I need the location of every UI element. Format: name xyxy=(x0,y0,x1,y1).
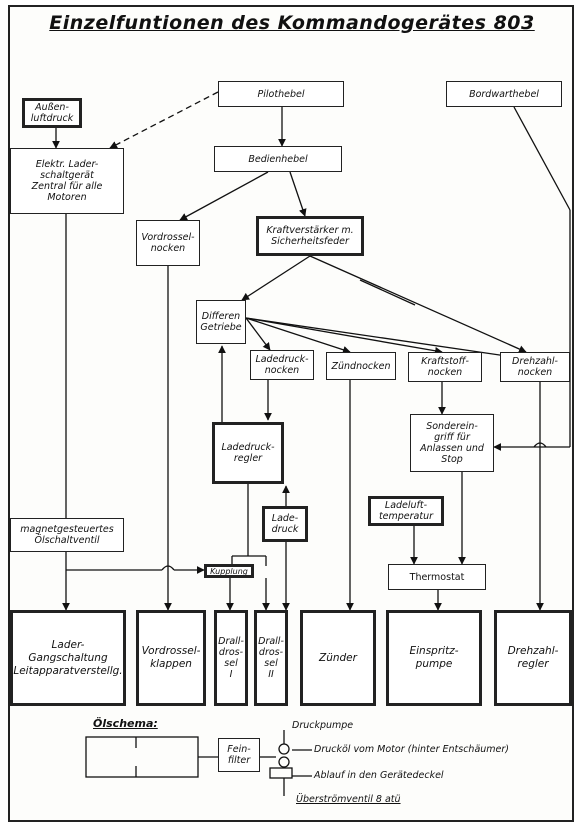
differential-box: Differen Getriebe xyxy=(196,300,246,344)
druckoel-label: Drucköl vom Motor (hinter Entschäumer) xyxy=(314,744,509,755)
sondereingriff-box: Sonderein- griff für Anlassen und Stop xyxy=(410,414,494,472)
bordwarthebel-box: Bordwarthebel xyxy=(446,81,562,107)
ladedrucknocken-box: Ladedruck- nocken xyxy=(250,350,314,380)
ladedruckregler-box: Ladedruck- regler xyxy=(212,422,284,484)
ladelufttemperatur-box: Ladeluft- temperatur xyxy=(368,496,444,526)
feinfilter-box: Fein- filter xyxy=(218,738,260,772)
zuendnocken-box: Zündnocken xyxy=(326,352,396,380)
drehzahlnocken-box: Drehzahl- nocken xyxy=(500,352,570,382)
aussenluftdruck-box: Außen- luftdruck xyxy=(22,98,82,128)
ueberstroemventil-label: Überströmventil 8 atü xyxy=(296,794,401,805)
thermostat-box: Thermostat xyxy=(388,564,486,590)
kraftstoffnocken-box: Kraftstoff- nocken xyxy=(408,352,482,382)
drehzahlregler-box: Drehzahl- regler xyxy=(494,610,572,706)
zuender-box: Zünder xyxy=(300,610,376,706)
ladergangschaltung-box: Lader- Gangschaltung Leitapparatverstell… xyxy=(10,610,126,706)
einspritzpumpe-box: Einspritz- pumpe xyxy=(386,610,482,706)
vordrosselklappen-box: Vordrossel- klappen xyxy=(136,610,206,706)
vordrosselnocken-box: Vordrossel- nocken xyxy=(136,220,200,266)
drossel-1-box: Drall- dros- sel I xyxy=(214,610,248,706)
kupplung-box: Kupplung xyxy=(204,564,254,578)
magnetventil-box: magnetgesteuertes Ölschaltventil xyxy=(10,518,124,552)
ladedruck-box: Lade- druck xyxy=(262,506,308,542)
pilothebel-box: Pilothebel xyxy=(218,81,344,107)
diagram-title: Einzelfuntionen des Kommandogerätes 803 xyxy=(49,12,535,34)
drossel-2-box: Drall- dros- sel II xyxy=(254,610,288,706)
oelschema-heading: Ölschema: xyxy=(93,717,158,730)
kraftverstaerker-box: Kraftverstärker m. Sicherheitsfeder xyxy=(256,216,364,256)
druckpumpe-label: Druckpumpe xyxy=(292,720,354,731)
elektr-lader-box: Elektr. Lader- schaltgerät Zentral für a… xyxy=(10,148,124,214)
bedienhebel-box: Bedienhebel xyxy=(214,146,342,172)
ablauf-label: Ablauf in den Gerätedeckel xyxy=(314,770,444,781)
